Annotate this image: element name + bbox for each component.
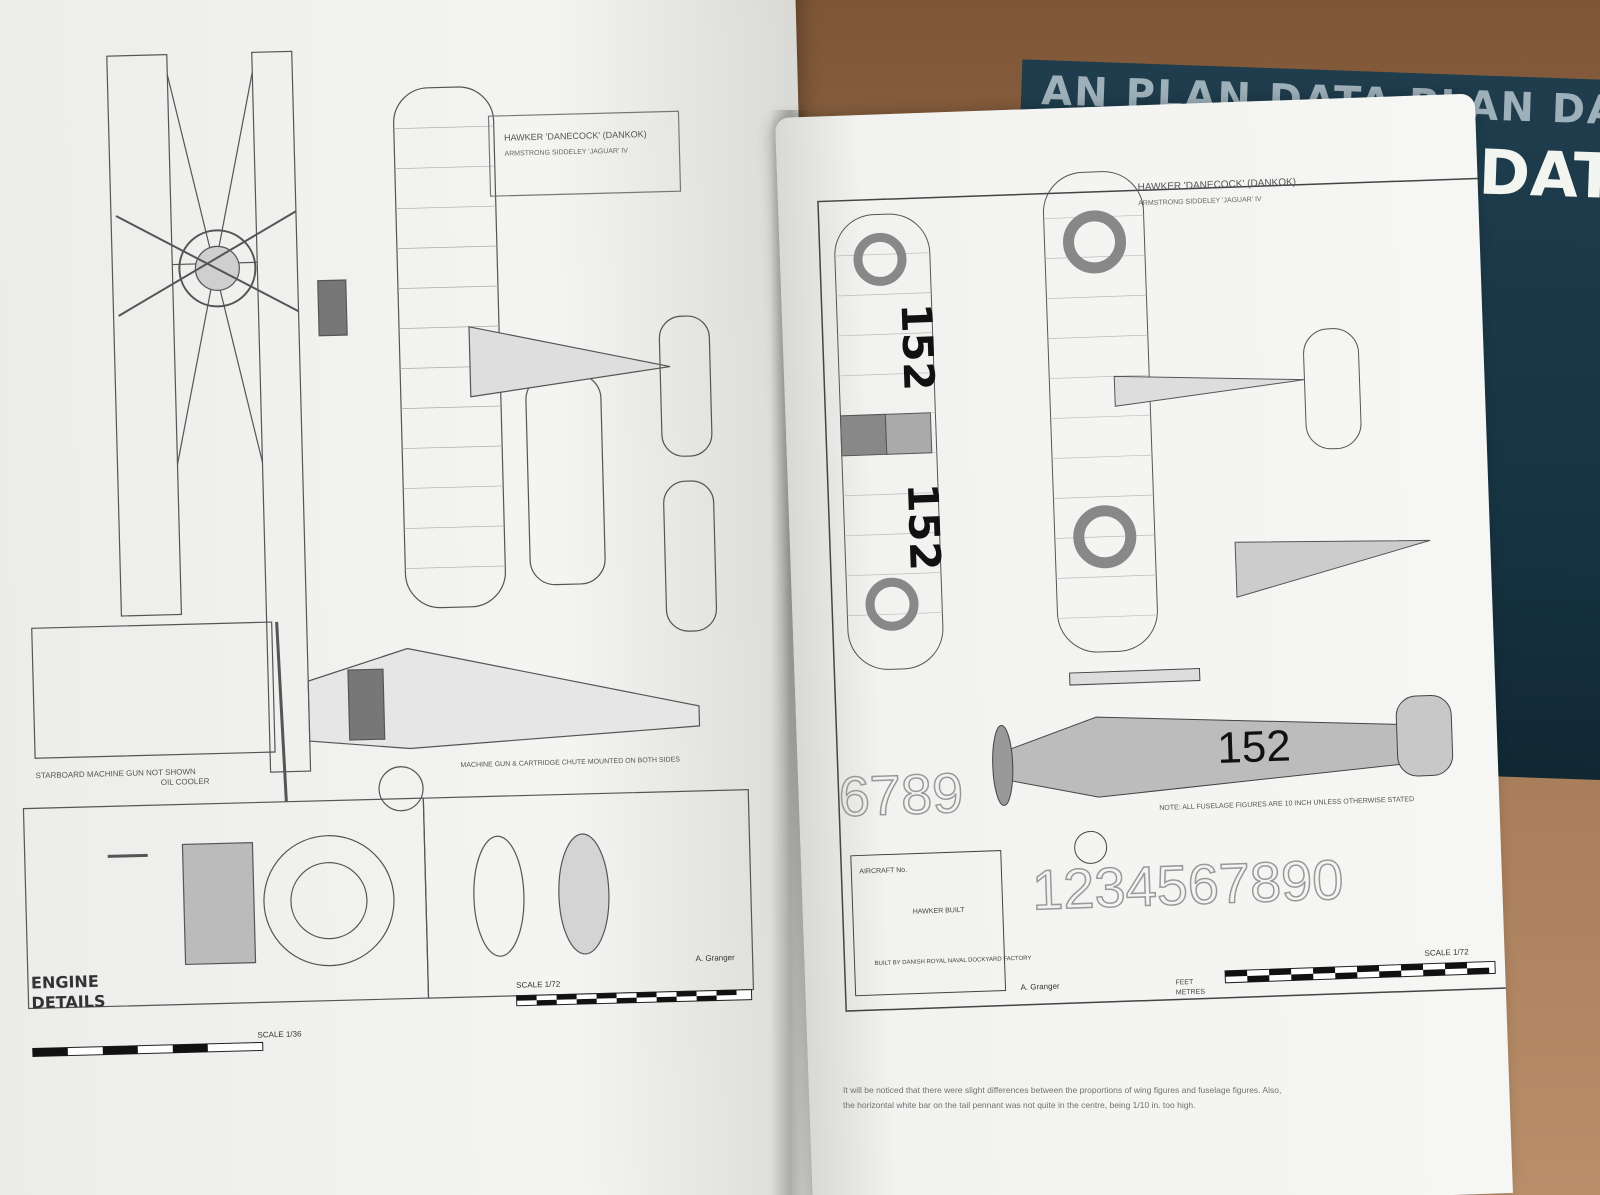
right-note-small: NOTE: ALL FUSELAGE FIGURES ARE 10 INCH U… (1159, 796, 1414, 812)
upper-roundel-2 (1073, 505, 1137, 569)
front-view-engine (178, 229, 257, 308)
left-scale-label-2: SCALE 1/36 (257, 1029, 302, 1039)
front-view-upper-wing (106, 53, 183, 617)
background-book-big-word: DATA (1477, 135, 1600, 215)
left-signature: A. Granger (695, 953, 735, 963)
landing-wheel (378, 766, 424, 812)
left-scale-bar-2 (32, 1041, 264, 1057)
plan-view-fuselage (468, 326, 671, 398)
panel-built-by: BUILT BY DANISH ROYAL NAVAL DOCKYARD FAC… (874, 956, 1031, 967)
tailplane-under (663, 480, 718, 632)
right-drawing-title: HAWKER 'DANECOCK' (DANKOK) (1137, 177, 1296, 194)
fuselage-serial: 152 (1216, 721, 1291, 773)
left-drawing-title: HAWKER 'DANECOCK' (DANKOK) (504, 129, 647, 143)
cowling-outline-a (473, 835, 525, 957)
caption-line-1: It will be noticed that there were sligh… (843, 1085, 1282, 1095)
left-note-gun: STARBOARD MACHINE GUN NOT SHOWN (35, 767, 196, 780)
left-note-chute: MACHINE GUN & CARTRIDGE CHUTE MOUNTED ON… (460, 756, 680, 769)
right-scale-label: SCALE 1/72 (1424, 947, 1469, 958)
left-scale-bar (516, 989, 753, 1007)
front-view-lower-wing (251, 50, 312, 773)
arrow-icon (107, 853, 148, 858)
left-page-drawing: HAWKER 'DANECOCK' (DANKOK) ARMSTRONG SID… (22, 50, 755, 1057)
upper-wing-plan (1042, 171, 1431, 653)
right-drawing-subtitle: ARMSTRONG SIDDELEY 'JAGUAR' IV (1138, 196, 1262, 207)
engine-label-line1: ENGINE (31, 972, 99, 993)
wing-roundel-top (853, 232, 907, 286)
side-view-propeller (275, 621, 288, 802)
exhaust-detail (347, 668, 386, 741)
right-signature: A. Granger (1020, 982, 1060, 992)
left-drawing-subtitle: ARMSTRONG SIDDELEY 'JAGUAR' IV (504, 148, 628, 158)
side-view-fuselage (307, 647, 701, 750)
engine-label-line2: DETAILS (31, 992, 105, 1013)
danish-pennant-square (839, 413, 888, 457)
aircraft-info-panel (850, 850, 1007, 997)
page-caption: It will be noticed that there were sligh… (843, 1083, 1523, 1113)
left-page: HAWKER 'DANECOCK' (DANKOK) ARMSTRONG SID… (0, 0, 827, 1195)
left-title-block (487, 110, 682, 197)
metres-label: METRES (1176, 989, 1206, 997)
left-scale-label: SCALE 1/72 (516, 980, 561, 990)
right-page-drawing: 152 152 HAWKER 'DANEC (817, 171, 1522, 1012)
side-view-detail (31, 621, 276, 759)
numeral-sample-small: 6789 (838, 761, 965, 828)
lower-wing-panel (525, 373, 606, 586)
upper-roundel-1 (1063, 210, 1127, 274)
fuselage-plan (1113, 375, 1305, 407)
tailplane-right (1303, 328, 1362, 450)
wing-serial-bottom: 152 (898, 482, 950, 571)
numeral-row: 1234567890 (1031, 848, 1344, 922)
cowling-outline-b (558, 833, 610, 955)
wing-with-serials (834, 213, 944, 670)
exhaust-detail-top (317, 279, 348, 337)
feet-label: FEET (1175, 979, 1194, 987)
left-note-oil: OIL COOLER (161, 777, 210, 787)
side-engine-cowl (992, 724, 1014, 806)
panel-aircraft-no: AIRCRAFT No. (859, 867, 907, 876)
rudder-detail (1234, 539, 1431, 598)
wing-roundel-bottom (865, 577, 919, 631)
panel-hawker-built: HAWKER BUILT (913, 907, 966, 916)
caption-line-2: the horizontal white bar on the tail pen… (843, 1100, 1196, 1110)
engine-front-detail (263, 835, 395, 967)
side-view (992, 668, 1454, 864)
right-scale-bar (1224, 960, 1496, 984)
right-page: 152 152 HAWKER 'DANEC (775, 93, 1522, 1195)
tailplane-plan (658, 315, 713, 457)
wing-serial-top: 152 (892, 302, 944, 391)
engine-side-detail (181, 842, 257, 966)
